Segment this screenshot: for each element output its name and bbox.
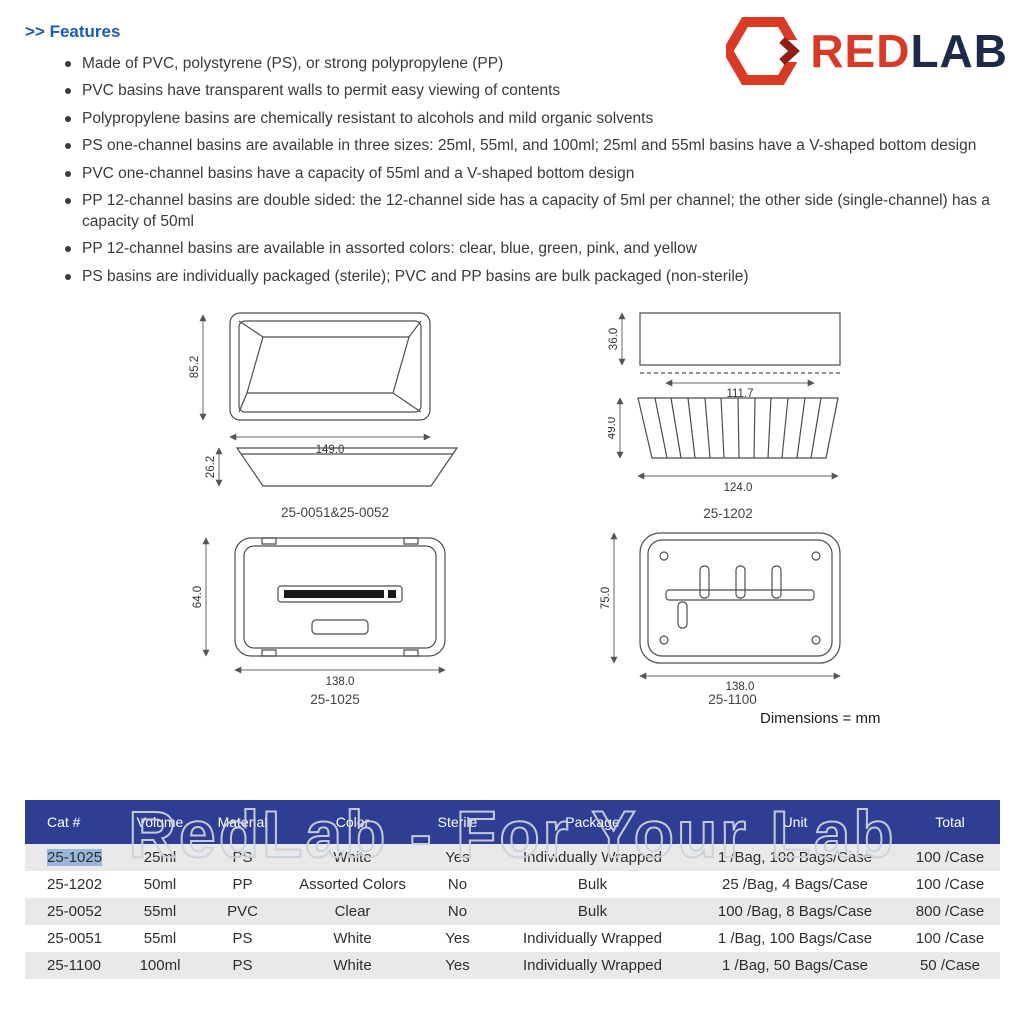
dim-label: 49.0 — [608, 417, 618, 439]
feature-item: PS one-channel basins are available in t… — [65, 136, 1010, 156]
dim-label: 124.0 — [724, 482, 753, 494]
cell-sterile: Yes — [445, 930, 470, 947]
header-cat: Cat # — [25, 800, 120, 844]
cell-package: Individually Wrapped — [523, 849, 662, 866]
cell-unit: 1 /Bag, 100 Bags/Case — [717, 849, 873, 866]
feature-item: Made of PVC, polystyrene (PS), or strong… — [65, 54, 1010, 74]
cell-unit: 100 /Bag, 8 Bags/Case — [717, 903, 873, 920]
drawing-basin-front-view: 85.2 149.0 — [189, 305, 431, 456]
cell-material: PS — [232, 957, 253, 974]
cell-volume: 55ml — [143, 903, 177, 920]
feature-list: Made of PVC, polystyrene (PS), or strong… — [65, 54, 1010, 287]
cell-volume: 50ml — [143, 876, 177, 893]
header-sterile: Sterile — [420, 800, 495, 844]
features-section: >> Features Made of PVC, polystyrene (PS… — [25, 22, 1010, 294]
feature-item: PS basins are individually packaged (ste… — [65, 267, 1010, 287]
logo-hexagon-icon — [726, 17, 801, 85]
cell-unit: 1 /Bag, 50 Bags/Case — [722, 957, 868, 974]
header-package: Package — [495, 800, 690, 844]
cell-sterile: Yes — [445, 849, 470, 866]
cell-unit: 1 /Bag, 100 Bags/Case — [717, 930, 873, 947]
cell-material: PP — [232, 876, 253, 893]
logo-text-red: RED — [810, 25, 911, 77]
cell-package: Individually Wrapped — [523, 957, 662, 974]
table-row: 25-1202 50ml PP Assorted Colors No Bulk … — [25, 871, 1000, 898]
drawing-caption: 25-0051&25-0052 — [280, 505, 390, 520]
dim-label: 26.2 — [205, 456, 217, 478]
cell-cat: 25-0052 — [47, 903, 103, 920]
cell-cat: 25-1202 — [47, 876, 103, 893]
header-volume: Volume — [120, 800, 200, 844]
cell-color: Clear — [334, 903, 371, 920]
feature-item: PVC basins have transparent walls to per… — [65, 81, 1010, 101]
cell-sterile: Yes — [445, 957, 470, 974]
feature-item: PP 12-channel basins are double sided: t… — [65, 191, 1010, 232]
drawing-tray-1100-top-view: 75.0 138.0 — [600, 532, 841, 693]
cell-total: 100 /Case — [915, 930, 985, 947]
cell-cat: 25-1100 — [47, 957, 101, 974]
drawing-basin-side-view: 26.2 — [205, 447, 470, 487]
feature-item: PP 12-channel basins are available in as… — [65, 239, 1010, 259]
header-material: Material — [200, 800, 285, 844]
cell-package: Bulk — [577, 876, 608, 893]
drawing-caption: 25-1025 — [310, 692, 360, 707]
cell-material: PVC — [227, 903, 258, 920]
table-header-row: Cat # Volume Material Color Sterile Pack… — [25, 800, 1000, 844]
cell-total: 100 /Case — [915, 849, 985, 866]
cell-unit: 25 /Bag, 4 Bags/Case — [722, 876, 868, 893]
header-color: Color — [285, 800, 420, 844]
dim-label: 36.0 — [608, 328, 620, 350]
drawing-caption: 25-1100 — [708, 692, 757, 707]
drawing-12-channel-view: 49.0 124.0 — [608, 397, 848, 494]
cell-sterile: No — [447, 876, 468, 893]
logo-text-lab: LAB — [910, 25, 1008, 77]
drawing-tray-1025-top-view: 64.0 138.0 — [192, 537, 446, 688]
cell-color: White — [333, 930, 372, 947]
dim-label: 64.0 — [192, 586, 204, 608]
cell-total: 100 /Case — [915, 876, 985, 893]
cell-color: Assorted Colors — [299, 876, 406, 893]
logo-wordmark: REDLAB — [810, 28, 1008, 74]
cell-material: PS — [232, 930, 253, 947]
cell-package: Individually Wrapped — [523, 930, 662, 947]
table-row: 25-0052 55ml PVC Clear No Bulk 100 /Bag,… — [25, 898, 1000, 925]
dim-label: 111.7 — [726, 388, 753, 399]
dim-label: 149.0 — [316, 444, 345, 456]
redlab-logo: REDLAB — [726, 16, 1008, 86]
feature-item: PVC one-channel basins have a capacity o… — [65, 164, 1010, 184]
cat-number-highlighted: 25-1025 — [47, 849, 103, 866]
dim-label: 138.0 — [726, 681, 755, 693]
cell-cat: 25-0051 — [47, 930, 103, 947]
header-total: Total — [900, 800, 1000, 844]
drawing-caption: 25-1202 — [703, 506, 753, 521]
cell-cat: 25-1025 — [25, 844, 120, 871]
dim-label: 85.2 — [189, 356, 201, 378]
cell-sterile: No — [447, 903, 468, 920]
cell-total: 50 /Case — [919, 957, 981, 974]
dim-label: 75.0 — [600, 587, 612, 609]
cell-color: White — [333, 849, 372, 866]
dimensions-note: Dimensions = mm — [760, 710, 881, 727]
cell-volume: 55ml — [143, 930, 177, 947]
table-row: 25-0051 55ml PS White Yes Individually W… — [25, 925, 1000, 952]
table-row: 25-1025 25ml PS White Yes Individually W… — [25, 844, 1000, 871]
table-row: 25-1100 100ml PS White Yes Individually … — [25, 952, 1000, 979]
features-title: >> Features — [25, 22, 121, 41]
drawing-lid-view: 36.0 111.7 — [608, 312, 848, 399]
header-unit: Unit — [690, 800, 900, 844]
cell-material: PS — [232, 849, 253, 866]
feature-item: Polypropylene basins are chemically resi… — [65, 109, 1010, 129]
cell-volume: 25ml — [143, 849, 177, 866]
dim-label: 138.0 — [326, 676, 355, 688]
cell-color: White — [333, 957, 372, 974]
cell-package: Bulk — [577, 903, 608, 920]
cell-total: 800 /Case — [915, 903, 985, 920]
cell-volume: 100ml — [139, 957, 181, 974]
spec-table: Cat # Volume Material Color Sterile Pack… — [25, 800, 1000, 979]
